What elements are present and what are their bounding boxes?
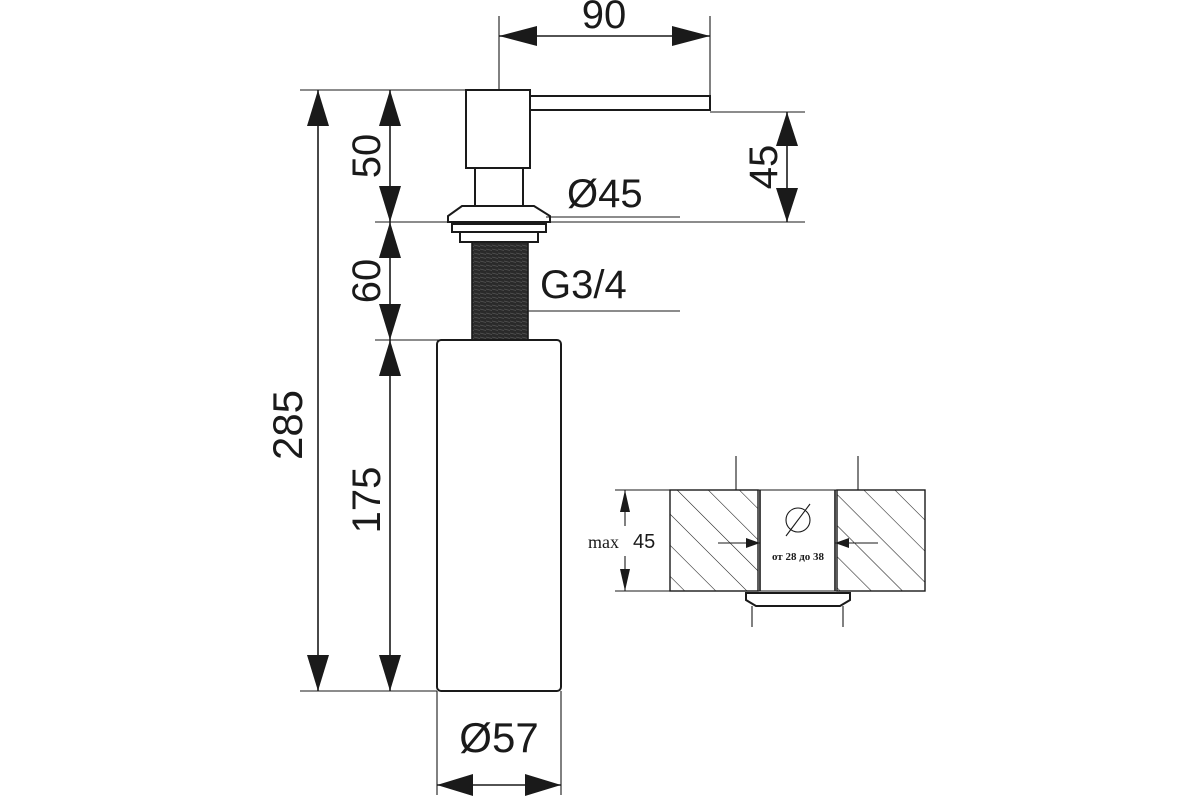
hole-range-label: от 28 до 38 (772, 551, 825, 563)
worktop-right (836, 489, 926, 592)
worktop-left (669, 489, 759, 592)
dim-175-label: 175 (345, 467, 389, 534)
dim-spout-height: 45 (540, 111, 805, 223)
pump-head (465, 89, 531, 169)
dim-spout-length: 90 (498, 0, 711, 110)
mounting-detail: от 28 до 38 max 45 (586, 456, 926, 627)
dim-bottle-diameter-label: Ø57 (459, 714, 538, 761)
dim-bottle-height: 175 (345, 340, 401, 691)
dim-90-label: 90 (582, 0, 627, 37)
hole-diameter-symbol (785, 507, 811, 533)
dim-60-label: 60 (345, 259, 389, 304)
dim-thread-length: 60 (345, 222, 472, 341)
dim-total-height: 285 (264, 89, 466, 692)
dim-45-label: 45 (742, 145, 786, 190)
flange-washer-2 (459, 231, 539, 243)
dim-thread-size: G3/4 (528, 263, 680, 312)
dim-flange-diameter-label: Ø45 (567, 172, 643, 216)
dim-285-label: 285 (264, 390, 311, 460)
max-thickness-value: 45 (633, 531, 655, 553)
threaded-shank (471, 241, 529, 341)
dim-50-label: 50 (345, 134, 389, 179)
pump-neck (474, 167, 524, 207)
max-thickness-label: max (588, 532, 619, 552)
dim-bottle-diameter: Ø57 (436, 691, 562, 796)
mounting-flange (745, 592, 851, 607)
dim-head-height: 50 (345, 90, 448, 223)
bottle (436, 339, 562, 692)
flange-washer (451, 223, 547, 233)
spout (529, 95, 711, 111)
dim-thread-size-label: G3/4 (540, 263, 627, 307)
flange (447, 205, 551, 223)
dim-flange-diameter: Ø45 (546, 172, 680, 218)
